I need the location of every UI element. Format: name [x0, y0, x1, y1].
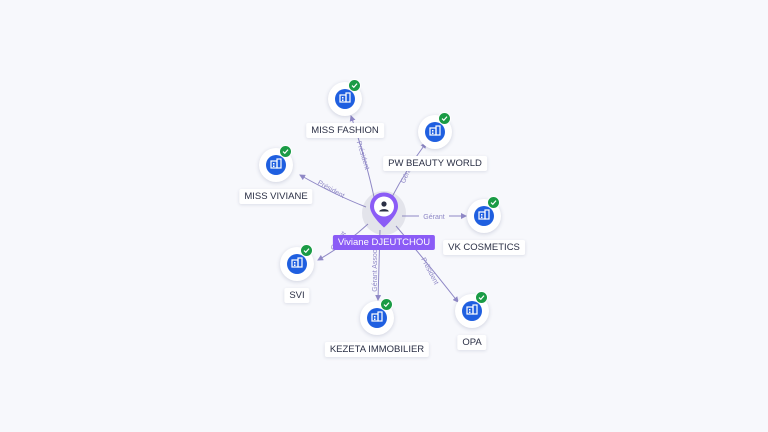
company-label-vk-cosmetics[interactable]: VK COSMETICS: [443, 240, 525, 255]
edge-label-vk-cosmetics: Gérant: [423, 214, 444, 221]
company-label-opa[interactable]: OPA: [457, 335, 487, 350]
edge-opa: [395, 225, 459, 303]
company-building-icon: [429, 123, 441, 141]
company-label-miss-fashion[interactable]: MISS FASHION: [306, 123, 384, 138]
company-label-svi[interactable]: SVI: [284, 288, 310, 303]
company-building-icon: [371, 309, 383, 327]
verified-check-icon: [380, 298, 393, 311]
edge-label-miss-viviane: Président: [316, 179, 345, 199]
company-label-pw-beauty-world[interactable]: PW BEAUTY WORLD: [383, 156, 487, 171]
edge-label-miss-fashion: Président: [355, 140, 370, 170]
verified-check-icon: [348, 79, 361, 92]
edge-label-opa: Président: [419, 257, 439, 286]
verified-check-icon: [475, 291, 488, 304]
company-label-kezeta-immobilier[interactable]: KEZETA IMMOBILIER: [324, 342, 430, 357]
verified-check-icon: [438, 112, 451, 125]
company-label-miss-viviane[interactable]: MISS VIVIANE: [239, 189, 313, 204]
company-building-icon: [478, 207, 490, 225]
edge-label-kezeta-immobilier: Gérant Associé: [372, 244, 379, 292]
verified-check-icon: [300, 244, 313, 257]
company-building-icon: [466, 302, 478, 320]
company-building-icon: [339, 90, 351, 108]
company-building-icon: [291, 255, 303, 273]
edge-miss-viviane: [299, 174, 367, 208]
verified-check-icon: [487, 196, 500, 209]
verified-check-icon: [279, 145, 292, 158]
person-name-label[interactable]: Viviane DJEUTCHOU: [332, 235, 436, 250]
person-icon: [369, 192, 399, 235]
company-building-icon: [270, 156, 282, 174]
